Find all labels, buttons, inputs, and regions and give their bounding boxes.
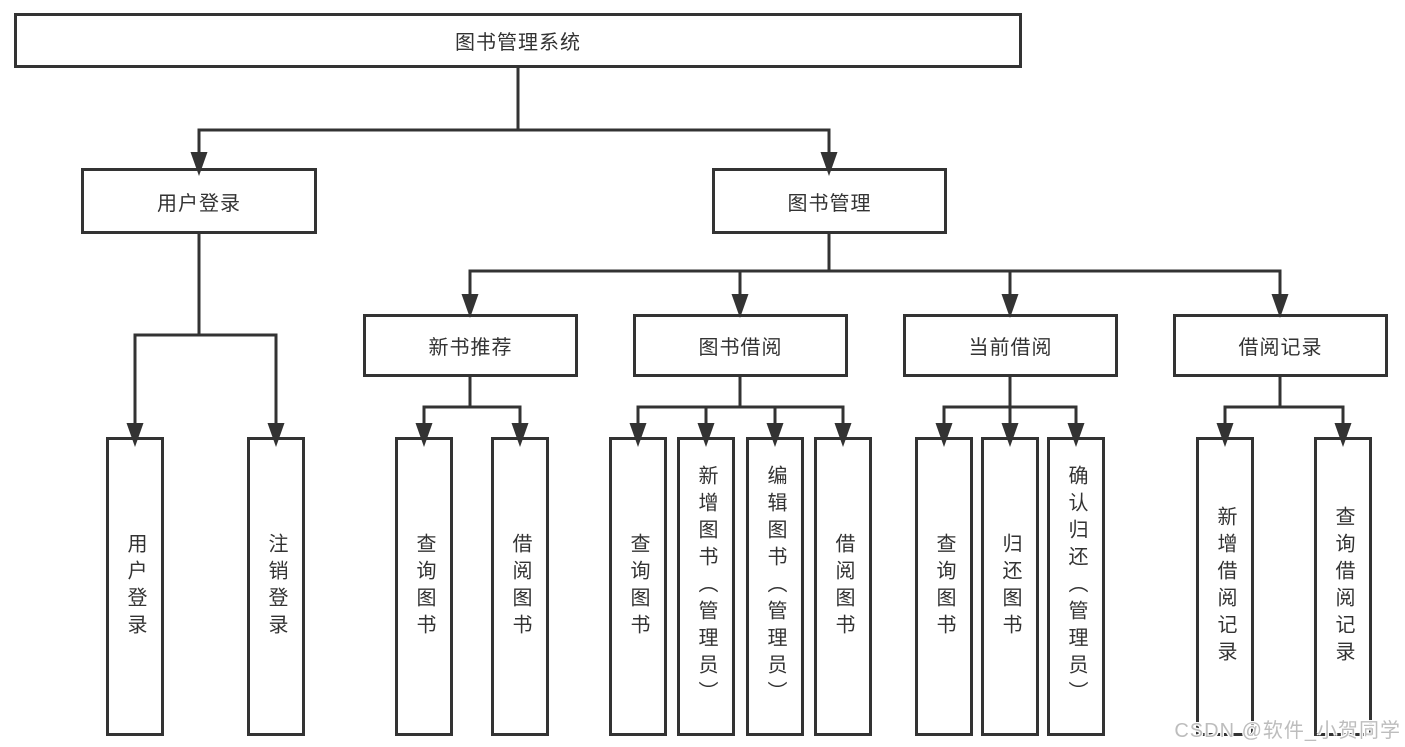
- borrowing-rail-line: [636, 405, 845, 425]
- node-borrow-records: 借阅记录: [1173, 314, 1388, 377]
- book-mgmt-rail-line: [468, 269, 1282, 296]
- leaf-borrow-books: 借阅图书: [814, 437, 872, 736]
- node-root-system: 图书管理系统: [14, 13, 1022, 68]
- node-book-borrowing: 图书借阅: [633, 314, 848, 377]
- node-new-book-recommend: 新书推荐: [363, 314, 578, 377]
- leaf-borrow-books: 借阅图书: [491, 437, 549, 736]
- leaf-add-borrow-record: 新增借阅记录: [1196, 437, 1254, 736]
- node-user-login: 用户登录: [81, 168, 317, 234]
- leaf-query-books: 查询图书: [609, 437, 667, 736]
- leaf-confirm-return-admin: 确认归还（管理员）: [1047, 437, 1105, 736]
- leaf-return-books: 归还图书: [981, 437, 1039, 736]
- leaf-user-login: 用户登录: [106, 437, 164, 736]
- leaf-add-books-admin: 新增图书（管理员）: [677, 437, 735, 736]
- node-book-management: 图书管理: [712, 168, 947, 234]
- current-rail-line: [942, 405, 1078, 425]
- new-books-rail-line: [422, 405, 522, 425]
- leaf-query-books: 查询图书: [915, 437, 973, 736]
- level1-rail-line: [197, 128, 831, 156]
- node-current-borrowing: 当前借阅: [903, 314, 1118, 377]
- leaf-query-borrow-record: 查询借阅记录: [1314, 437, 1372, 736]
- leaf-logout: 注销登录: [247, 437, 305, 736]
- leaf-query-books: 查询图书: [395, 437, 453, 736]
- records-rail-line: [1223, 405, 1345, 425]
- csdn-watermark: CSDN @软件_小贺同学: [1174, 720, 1401, 742]
- leaf-edit-books-admin: 编辑图书（管理员）: [746, 437, 804, 736]
- user-login-rail-line: [133, 333, 278, 427]
